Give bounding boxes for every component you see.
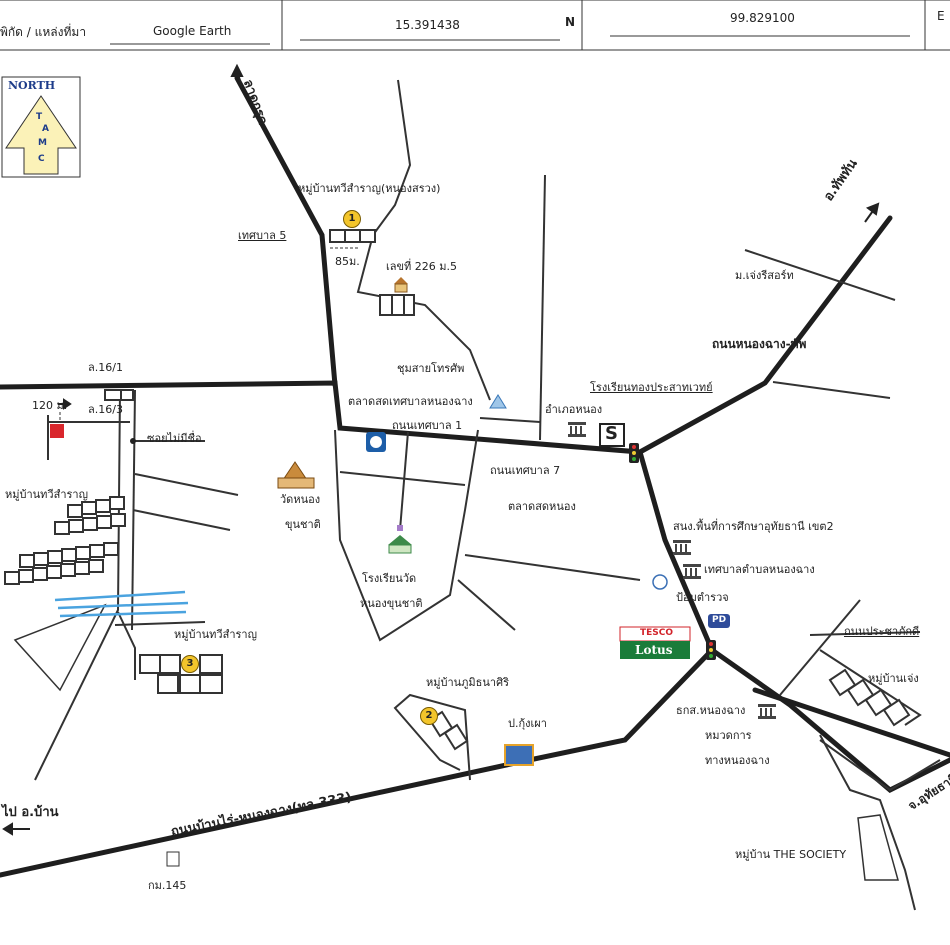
label-village-phumi: หมู่บ้านภูมิธนาศิริ — [426, 676, 509, 689]
north-letter-a: A — [42, 124, 49, 134]
label-village-thawi-west: หมู่บ้านทวีสำราญ — [5, 488, 88, 501]
temple-icon — [277, 461, 315, 489]
north-title: NORTH — [8, 79, 56, 92]
plots — [13, 603, 899, 881]
north-letter-c: C — [38, 154, 45, 164]
header-table — [0, 0, 950, 51]
label-market-nong: ตลาดสดหนอง — [508, 500, 576, 513]
longitude-dir: E — [937, 9, 945, 23]
label-to-ban-rai: ไป อ.บ้าน — [2, 805, 59, 820]
road-333 — [0, 647, 715, 878]
label-village-cheng: หมู่บ้านเจ่ง — [868, 672, 919, 685]
source-value: Google Earth — [153, 24, 232, 38]
label-road-nong-chang-thap: ถนนหนองฉาง-ทัพ — [712, 337, 807, 351]
police-icon — [652, 574, 668, 590]
north-arrow — [1, 76, 81, 178]
soi-dot — [130, 438, 136, 444]
tesco-lotus-logo — [619, 626, 691, 659]
label-km145: กม.145 — [148, 879, 187, 892]
longitude-value: 99.829100 — [730, 11, 795, 25]
lotus-text: Lotus — [635, 643, 673, 657]
bank-icon — [366, 432, 386, 452]
school-s-icon — [599, 423, 625, 447]
main-roads — [0, 75, 950, 878]
road-east-west — [0, 380, 643, 455]
marker-1: 1 — [343, 210, 361, 228]
bank-icon — [568, 422, 776, 719]
label-police-box: ป้อมตำรวจ — [676, 591, 729, 604]
latitude-value: 15.391438 — [395, 18, 460, 32]
traffic-light-icon — [706, 640, 716, 660]
direction-arrows — [2, 63, 880, 836]
distance-ticks — [59, 247, 358, 420]
label-district-office: อำเภอหนอง — [545, 403, 603, 416]
label-edu-office: สนง.พื้นที่การศึกษาอุทัยธานี เขต2 — [673, 520, 834, 533]
label-dist-85: 85ม. — [335, 255, 360, 268]
label-village-society: หมู่บ้าน THE SOCIETY — [735, 848, 847, 861]
label-road-tesaban1: ถนนเทศบาล 1 — [392, 419, 463, 432]
label-lor16-1: ล.16/1 — [88, 361, 123, 374]
label-phone-exchange: ชุมสายโทรศัพ — [397, 362, 465, 375]
label-village-thawi-3: หมู่บ้านทวีสำราญ — [174, 628, 257, 641]
gas-station-icon — [504, 744, 534, 766]
latitude-dir: N — [565, 15, 576, 29]
minor-roads — [34, 79, 941, 911]
police-pd-text: PD — [712, 615, 727, 625]
canal — [54, 590, 189, 618]
north-letter-t: T — [36, 112, 43, 122]
label-school-wat-2: หนองขุนชาติ — [360, 597, 423, 610]
school-icon — [388, 525, 412, 554]
label-school-thong: โรงเรียนทองประสาทเวทย์ — [590, 381, 713, 394]
label-village-thawi-north: หมู่บ้านทวีสำราญ(หนองสรวง) — [298, 182, 441, 195]
label-road-prachapakdee: ถนนประชาภักดี — [844, 625, 920, 638]
label-highway-district-2: ทางหนองฉาง — [705, 754, 770, 767]
phone-tower-icon — [489, 394, 507, 409]
label-market-tesaban: ตลาดสดเทศบาลหนองฉาง — [348, 395, 473, 408]
traffic-light-icon — [629, 443, 639, 463]
red-location-marker — [50, 424, 64, 438]
north-letter-m: M — [38, 138, 47, 148]
label-soi-no-name: ซอยไม่มีชื่อ — [147, 432, 202, 445]
label-municipal-office: เทศบาลตำบลหนองฉาง — [704, 563, 815, 576]
km-post-icon — [166, 851, 180, 867]
tesco-text: TESCO — [640, 628, 674, 638]
label-road-tesaban7: ถนนเทศบาล 7 — [490, 464, 561, 477]
marker-2: 2 — [420, 707, 438, 725]
label-chengri-resort: ม.เจ่งรีสอร์ท — [735, 269, 794, 282]
road-thap-than — [637, 215, 893, 455]
label-school-wat: โรงเรียนวัด — [362, 572, 417, 585]
marker-3: 3 — [181, 655, 199, 673]
label-tesaban5: เทศบาล 5 — [238, 229, 287, 242]
location-label: พิกัด / แหล่งที่มา — [0, 25, 87, 39]
label-bank-baac: ธกส.หนองฉาง — [676, 704, 746, 717]
road-south — [637, 449, 715, 653]
road-uthai — [709, 647, 950, 793]
label-house-226: เลขที่ 226 ม.5 — [386, 260, 458, 273]
road-uthai-2 — [752, 687, 950, 758]
road-lat-kruet — [234, 75, 338, 388]
village-blocks — [4, 229, 415, 694]
village-cheng-blocks — [428, 668, 911, 751]
label-wat-nong-khun-2: ขุนชาติ — [285, 518, 321, 531]
label-wat-nong-khun: วัดหนอง — [280, 493, 321, 506]
house-icon — [394, 277, 408, 293]
police-pd-icon — [708, 614, 730, 628]
label-dist-120: 120 ม. — [32, 399, 68, 412]
label-lor16-3: ล.16/3 — [88, 403, 123, 416]
school-s-text: S — [605, 423, 618, 444]
label-highway-district: หมวดการ — [705, 729, 752, 742]
label-pump-station: ป.กุ้งเผา — [508, 717, 547, 730]
